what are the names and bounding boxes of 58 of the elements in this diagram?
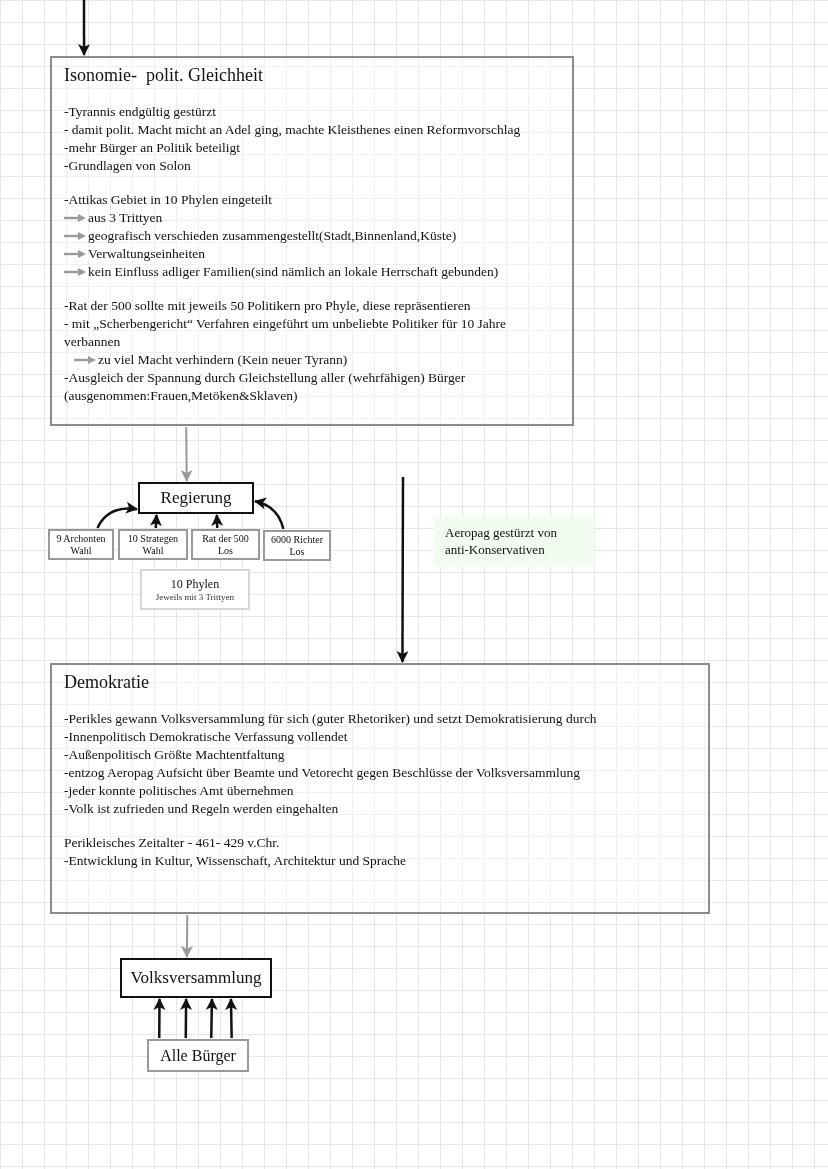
office-text: Los [218, 544, 233, 557]
bullet-text: -Volk ist zufrieden und Regeln werden eingehalten [64, 800, 339, 818]
office-text: Rat der 500 [202, 532, 249, 545]
bullet-text: zu viel Macht verhindern (Kein neuer Tyrann) [98, 351, 348, 369]
arrow [96, 502, 138, 529]
panel-heading: Isonomie- polit. Gleichheit [64, 64, 264, 87]
bullet-text: -Tyrannis endgültig gestürzt [64, 103, 217, 121]
arrow [149, 514, 162, 529]
arrow [153, 998, 166, 1038]
bullet-text: -Attikas Gebiet in 10 Phylen eingeteilt [64, 191, 273, 209]
box-title: Alle Bürger [160, 1045, 236, 1067]
title-box [138, 482, 254, 514]
arrow [225, 998, 238, 1039]
office-box [191, 529, 260, 560]
arrow [205, 998, 218, 1039]
bullet-text: -Rat der 500 sollte mit jeweils 50 Politikern pro Phyle, diese repräsentieren [64, 297, 471, 315]
bullet-text: kein Einfluss adliger Familien(sind nämlich an lokale Herrschaft gebunden) [88, 263, 499, 281]
office-box [263, 530, 331, 561]
box-title: Volksversammlung [130, 967, 262, 990]
box-title: 10 Phylen [170, 576, 220, 592]
text-box [147, 1039, 249, 1072]
bullet-text: Perikleisches Zeitalter - 461- 429 v.Chr. [64, 834, 280, 852]
office-box [48, 529, 114, 560]
office-text: Los [289, 545, 305, 558]
text-panel [50, 663, 710, 914]
bullet-text: -entzog Aeropag Aufsicht über Beamte und Vetorecht gegen Beschlüsse der Volksversammlung [64, 764, 580, 782]
bullet-text: geografisch verschieden zusammengestellt(Stadt,Binnenland,Küste) [88, 227, 457, 245]
phylen-box [140, 569, 250, 610]
bullet-text: -Innenpolitisch Demokratische Verfassung vollendet [64, 728, 348, 746]
bullet-text: -Perikles gewann Volksversammlung für sich (guter Rhetoriker) und setzt Demokratisierung durch [64, 710, 597, 728]
bullet-text: -Entwicklung in Kultur, Wissenschaft, Architektur und Sprache [64, 852, 407, 870]
arrow [180, 998, 192, 1038]
title-box [120, 958, 272, 998]
arrow [181, 914, 193, 958]
bullet-text: -jeder konnte politisches Amt übernehmen [64, 782, 294, 800]
arrow [254, 498, 285, 530]
bullet-text: - damit polit. Macht micht an Adel ging, machte Kleisthenes einen Reformvorschlag [64, 121, 521, 139]
bullet-text: -mehr Bürger an Politik beteiligt [64, 139, 240, 157]
panel-heading: Demokratie [64, 671, 150, 694]
arrow [396, 477, 409, 663]
office-text: Wahl [70, 544, 92, 557]
box-title: Regierung [160, 487, 232, 510]
office-box [118, 529, 188, 560]
arrow [180, 426, 193, 482]
bullet-text: -Außenpolitisch Größte Machtentfaltung [64, 746, 285, 764]
office-text: Wahl [142, 544, 164, 557]
bullet-text: -Grundlagen von Solon [64, 157, 191, 175]
bullet-text: aus 3 Trittyen [88, 209, 163, 227]
office-text: 6000 Richter [271, 533, 323, 546]
arrow [78, 0, 91, 56]
bullet-text: Verwaltungseinheiten [88, 245, 205, 263]
note-text: Aeropag gestürzt von anti-Konservativen [445, 524, 558, 558]
arrow [211, 514, 224, 529]
office-text: 9 Archonten [56, 532, 106, 545]
bullet-text: -Ausgleich der Spannung durch Gleichstellung aller (wehrfähigen) Bürger (ausgenommen:Frauen,Metöken&Sklaven) [64, 369, 467, 405]
subtitle: Jeweils mit 3 Trittyen [155, 591, 235, 603]
office-text: 10 Strategen [127, 532, 179, 545]
text-panel [50, 56, 574, 426]
